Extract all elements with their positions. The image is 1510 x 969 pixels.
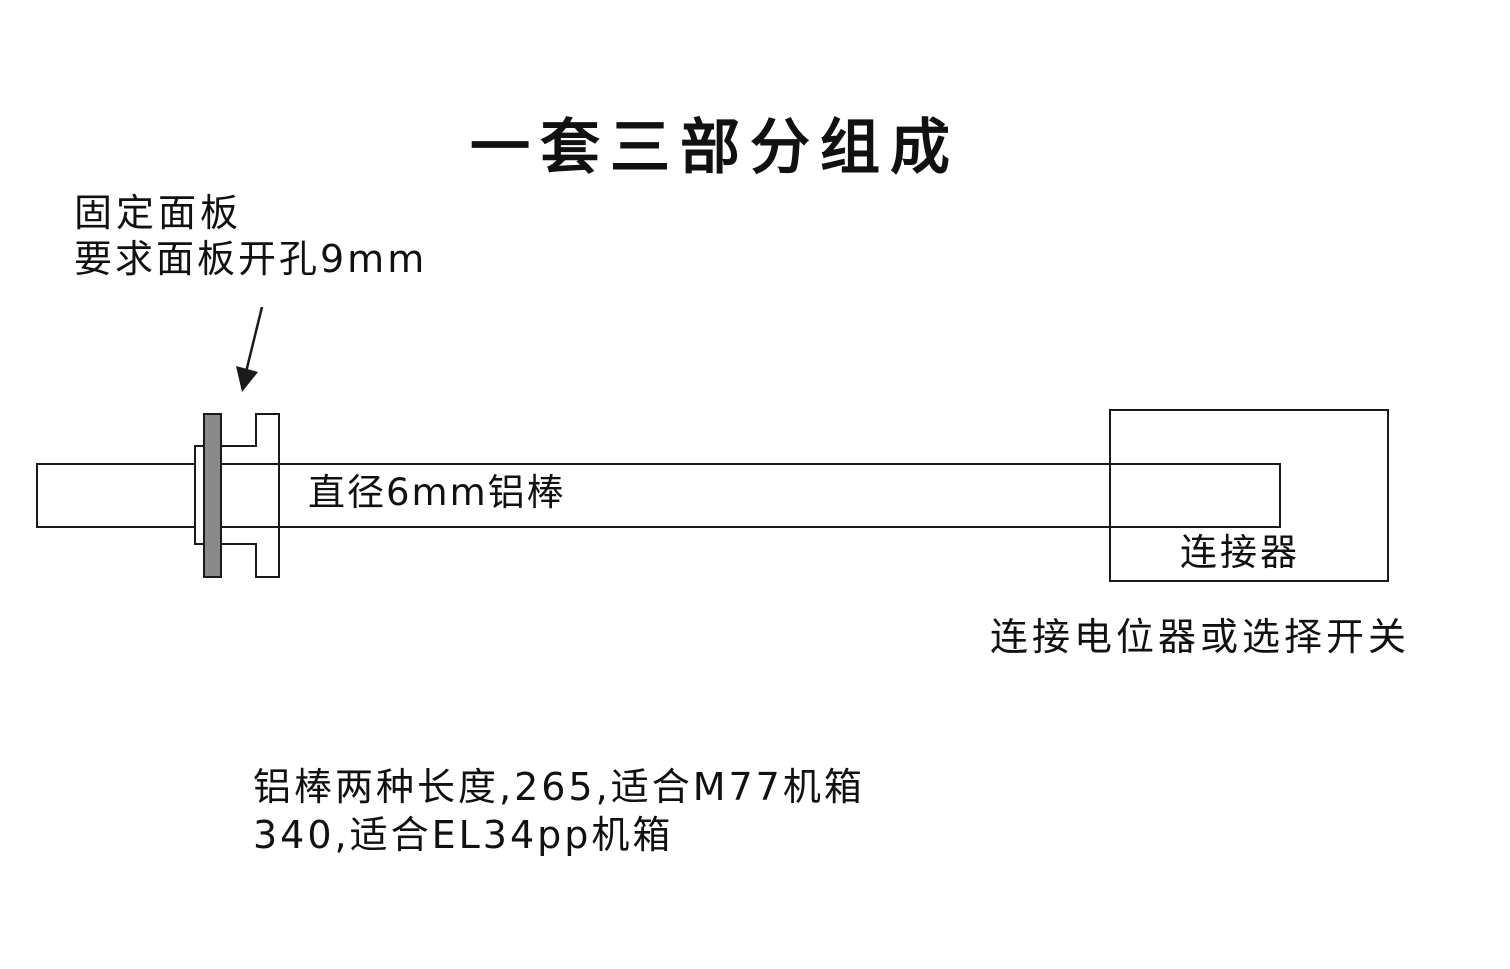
panel-hole-requirement: 要求面板开孔9mm [74, 237, 428, 281]
length-note-1: 铝棒两种长度,265,适合M77机箱 [253, 765, 865, 809]
fixing-panel [203, 413, 222, 578]
panel-arrow [236, 306, 264, 392]
panel-label: 固定面板 [74, 191, 243, 235]
aluminium-rod [36, 463, 1281, 528]
bushing-flange [220, 413, 280, 578]
connector-box [1109, 409, 1389, 582]
diagram-title: 一套三部分组成 [470, 113, 960, 183]
connector-note: 连接电位器或选择开关 [990, 615, 1411, 659]
connector-label: 连接器 [1180, 531, 1300, 574]
length-note-2: 340,适合EL34pp机箱 [253, 813, 674, 857]
rod-label: 直径6mm铝棒 [308, 471, 566, 514]
